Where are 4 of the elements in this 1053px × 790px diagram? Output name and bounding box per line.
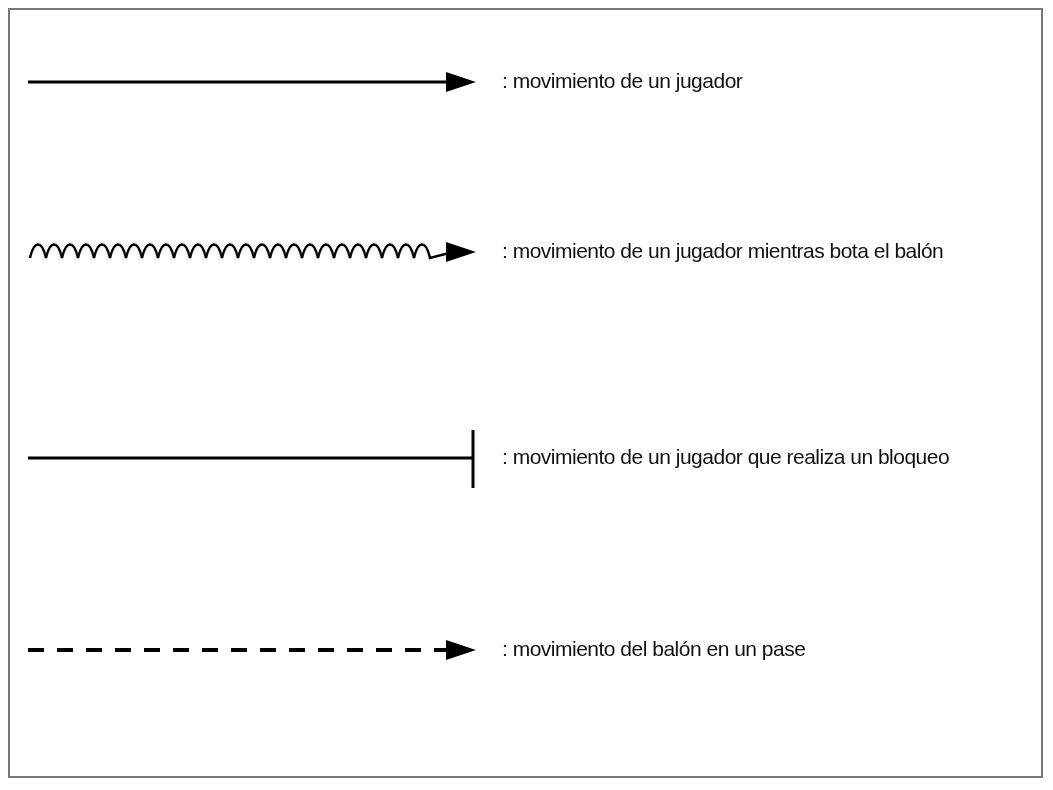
- legend-text: : movimiento de un jugador que realiza un bloqueo: [502, 445, 950, 469]
- legend-text: : movimiento de un jugador: [502, 69, 743, 93]
- legend-text: : movimiento de un jugador mientras bota el balón: [502, 239, 944, 263]
- legend-text: : movimiento del balón en un pase: [502, 637, 806, 661]
